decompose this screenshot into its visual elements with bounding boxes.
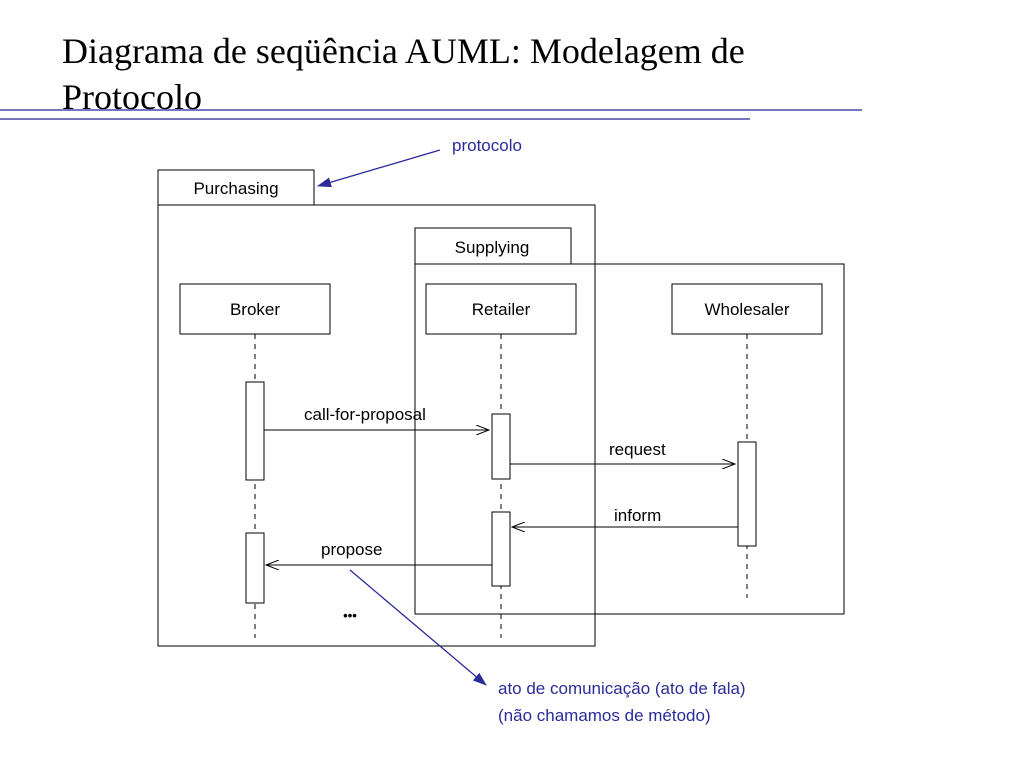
protocol-label-purchasing: Purchasing [193,179,278,198]
activation-wholesaler [737,441,757,547]
protocol-tab-purchasing [157,169,315,206]
slide-title-line-1: Diagrama de seqüência AUML: Modelagem de [62,31,745,71]
protocol-frame-purchasing: Purchasing [157,169,596,647]
protocol-tab-supplying [414,227,572,265]
activation-retailer-1 [491,413,511,480]
lifeline-label-retailer: Retailer [472,300,531,319]
message-label-cfp: call-for-proposal [304,405,426,424]
activation-broker-2 [245,532,265,604]
lifeline-head-wholesaler [671,283,823,335]
annotation-ato-line-1: ato de comunicação (ato de fala) [498,679,746,698]
message-label-propose: propose [321,540,382,559]
activation-retailer-2 [491,511,511,587]
lifeline-head-broker [179,283,331,335]
lifeline-head-retailer [425,283,577,335]
annotation-ato-line-2: (não chamamos de método) [498,706,711,725]
protocol-box-purchasing [157,204,596,647]
lifeline-label-broker: Broker [230,300,280,319]
protocol-box-supplying [414,263,845,615]
annotation-arrow-protocolo [317,149,441,188]
activation-broker-1 [245,381,265,481]
slide-title: Diagrama de seqüência AUML: Modelagem de… [62,28,862,120]
annotation-arrow-ato [349,569,487,686]
message-label-inform: inform [614,506,661,525]
annotation-protocolo: protocolo [452,136,522,155]
lifeline-label-wholesaler: Wholesaler [704,300,789,319]
message-label-request: request [609,440,666,459]
protocol-label-supplying: Supplying [455,238,530,257]
ellipsis: ••• [343,608,357,623]
protocol-frame-supplying: Supplying [414,227,845,615]
